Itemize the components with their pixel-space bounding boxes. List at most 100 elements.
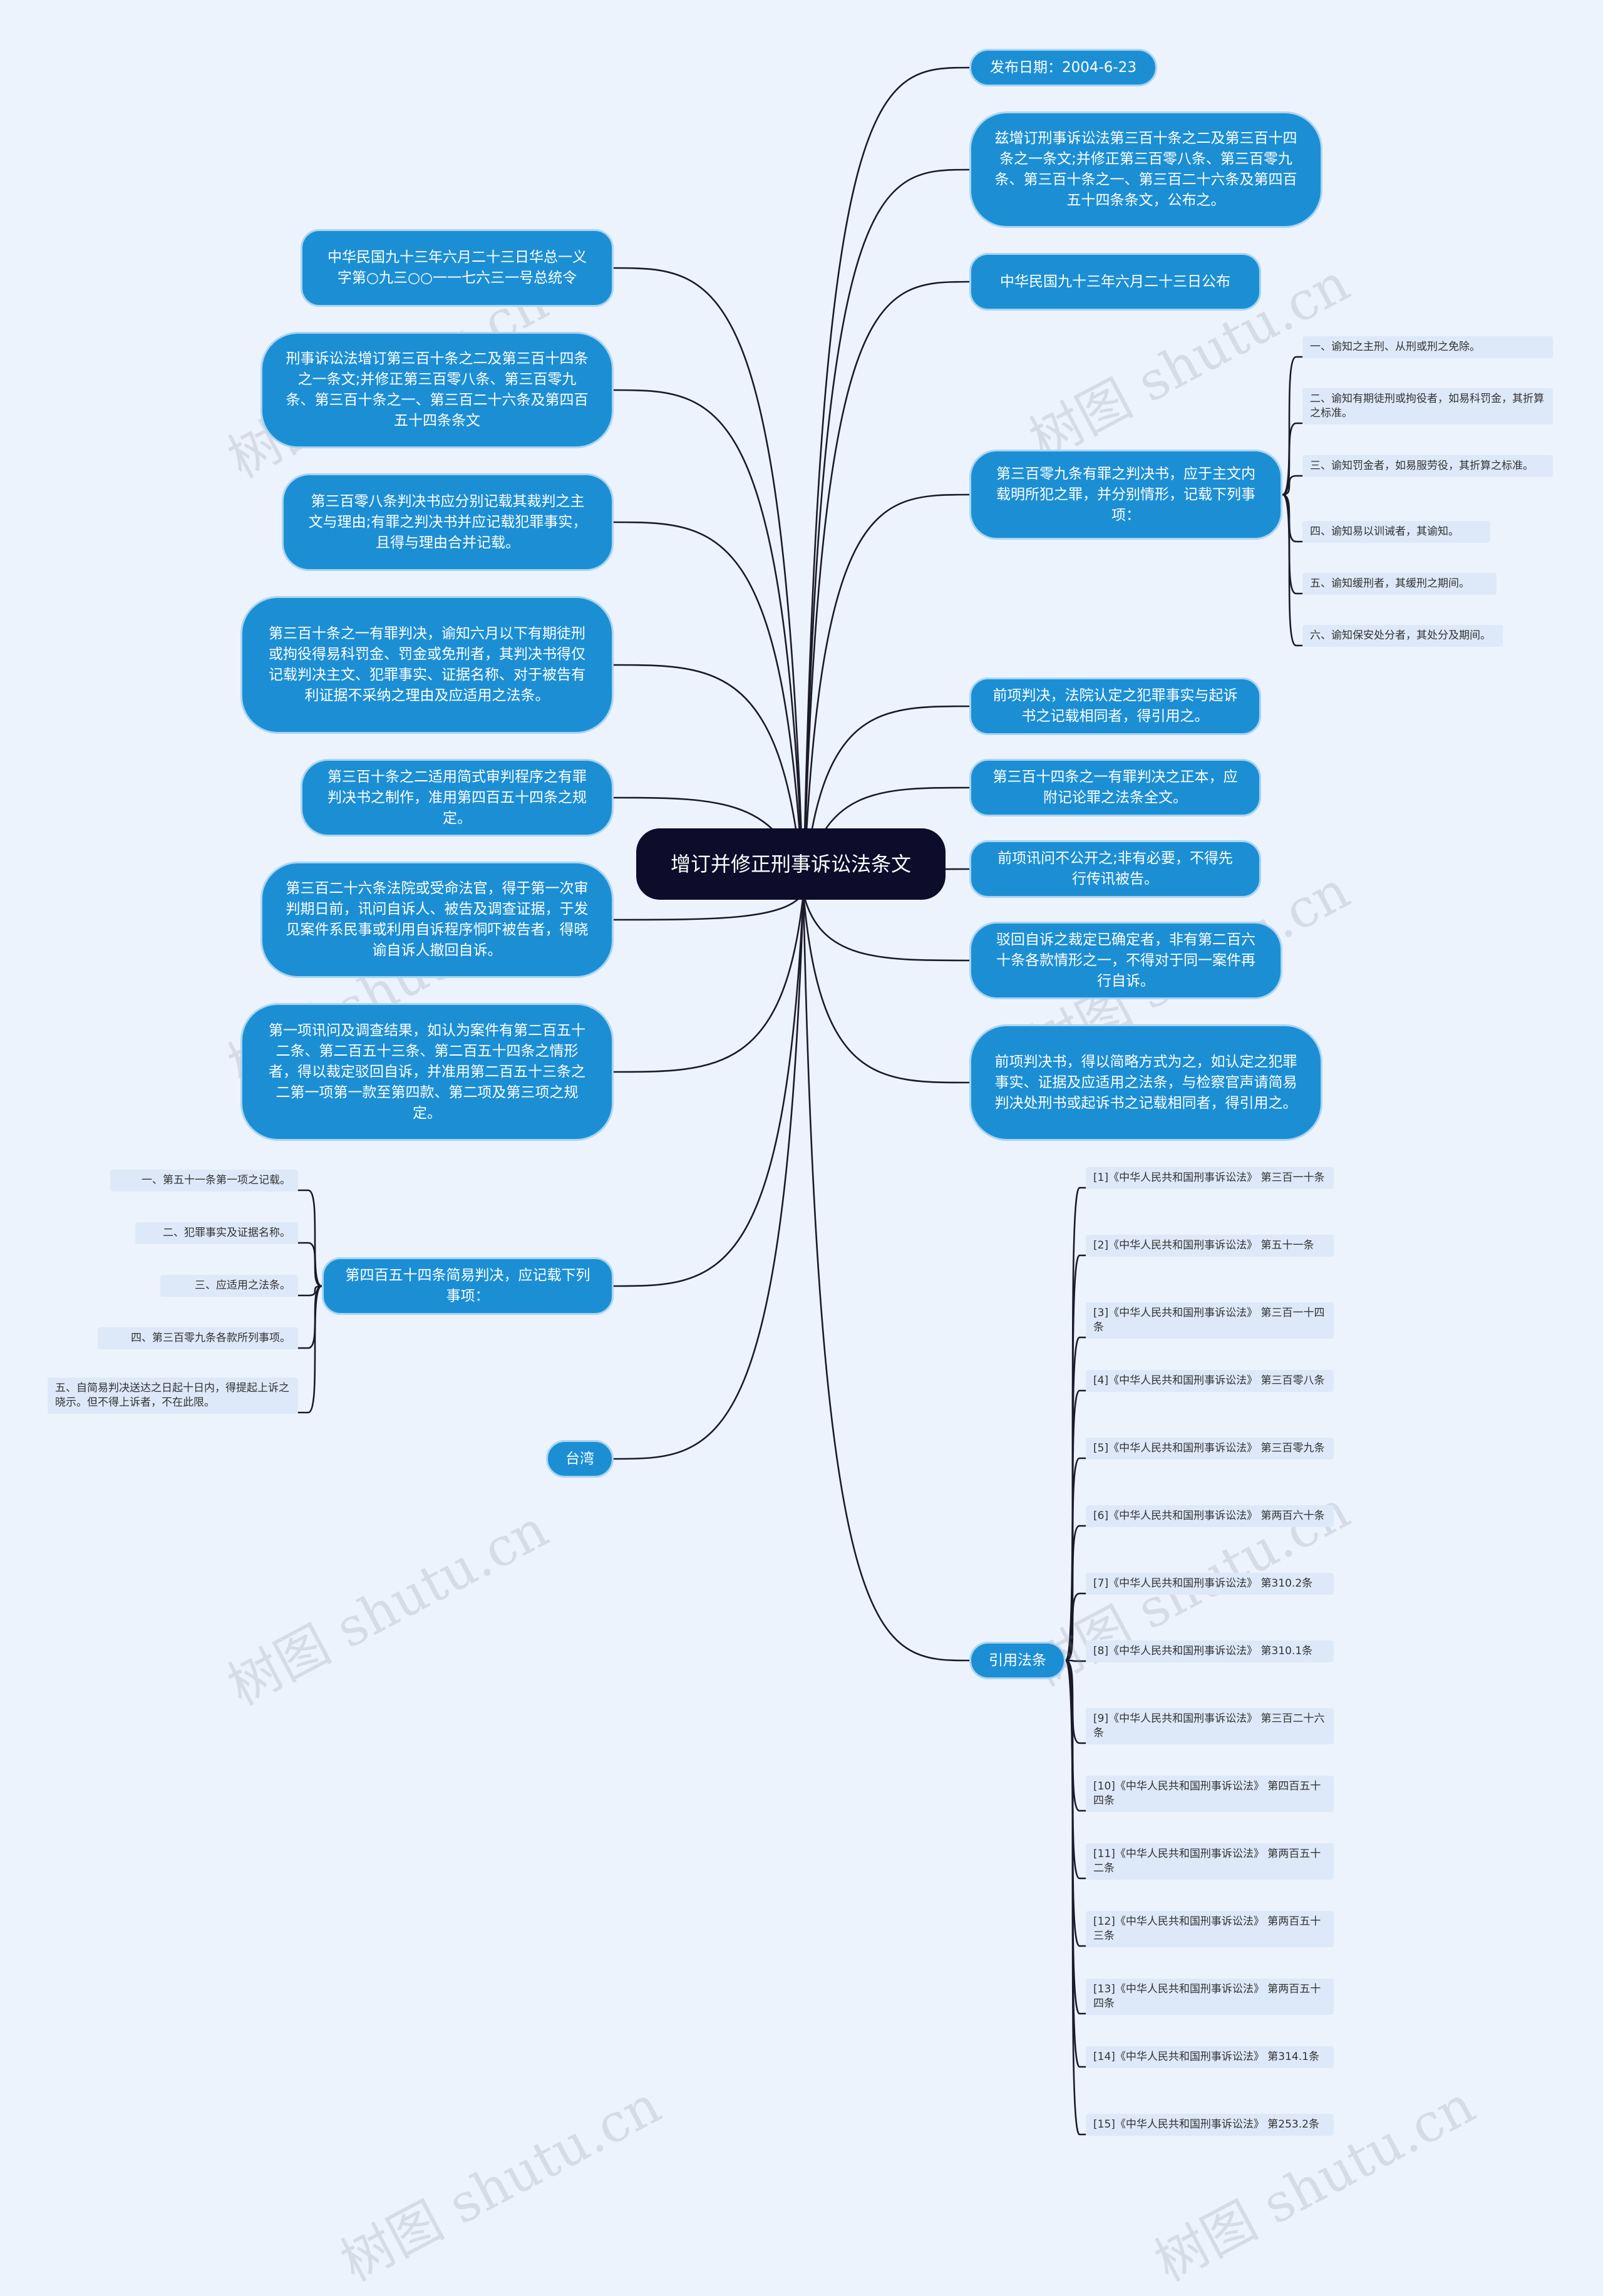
topic-label: 第三百十条之二适用简式审判程序之有罪判决书之制作，准用第四百五十四条之规定。 <box>327 768 587 826</box>
list-item: [2]《中华人民共和国刑事诉讼法》 第五十一条 <box>1086 1235 1334 1257</box>
leaf-connector <box>1065 1659 1086 1812</box>
topic-label: 第三百二十六条法院或受命法官，得于第一次审判期日前，讯问自诉人、被告及调查证据，… <box>286 880 589 959</box>
leaf-connector <box>1064 1187 1086 1662</box>
topic-label: 引用法条 <box>989 1652 1046 1669</box>
list-item: [11]《中华人民共和国刑事诉讼法》 第两百五十二条 <box>1086 1843 1334 1880</box>
list-item: [9]《中华人民共和国刑事诉讼法》 第三百二十六条 <box>1086 1708 1334 1744</box>
leaf-connector <box>1065 1525 1086 1662</box>
topic-judgment-reference[interactable]: 前项判决，法院认定之犯罪事实与起诉书之记载相同者，得引用之。 <box>969 677 1261 735</box>
topic-label: 第三百十四条之一有罪判决之正本，应附记论罪之法条全文。 <box>992 769 1238 806</box>
branch-connector <box>613 893 805 1287</box>
list-item: [10]《中华人民共和国刑事诉讼法》 第四百五十四条 <box>1086 1776 1334 1812</box>
list-item: [7]《中华人民共和国刑事诉讼法》 第310.2条 <box>1086 1573 1334 1595</box>
list-item: 五、谕知缓刑者，其缓刑之期间。 <box>1302 573 1497 595</box>
branch-connector <box>613 664 805 894</box>
topic-label: 前项判决书，得以简略方式为之，如认定之犯罪事实、证据及应适用之法条，与检察官声请… <box>994 1053 1297 1111</box>
topic-label: 第三百十条之一有罪判决，谕知六月以下有期徒刑或拘役得易科罚金、罚金或免刑者，其判… <box>269 625 585 704</box>
topic-label: 第三百零八条判决书应分别记载其裁判之主文与理由;有罪之判决书并应记载犯罪事实，且… <box>308 493 587 551</box>
topic-label: 中华民国九十三年六月二十三日公布 <box>1000 273 1230 290</box>
topic-closed-interrogation[interactable]: 前项讯问不公开之;非有必要，不得先行传讯被告。 <box>969 840 1261 898</box>
leaf-connector <box>1064 1457 1086 1662</box>
list-item: [15]《中华人民共和国刑事诉讼法》 第253.2条 <box>1086 2114 1334 2136</box>
leaf-connector <box>298 1285 322 1297</box>
branch-connector <box>802 168 970 894</box>
list-item: [13]《中华人民共和国刑事诉讼法》 第两百五十四条 <box>1086 1979 1334 2015</box>
branch-connector <box>613 521 805 894</box>
list-item: [5]《中华人民共和国刑事诉讼法》 第三百零九条 <box>1086 1438 1334 1459</box>
branch-connector <box>802 893 970 1084</box>
topic-label: 中华民国九十三年六月二十三日华总一义字第○九三○○一一七六三一号总统令 <box>327 249 587 286</box>
list-item: [6]《中华人民共和国刑事诉讼法》 第两百六十条 <box>1086 1505 1334 1527</box>
branch-connector <box>802 66 970 894</box>
topic-amendment-summary[interactable]: 刑事诉讼法增订第三百十条之二及第三百十四条之一条文;并修正第三百零八条、第三百零… <box>260 332 614 448</box>
topic-label: 兹增订刑事诉讼法第三百十条之二及第三百十四条之一条文;并修正第三百零八条、第三百… <box>994 130 1297 208</box>
list-item: 四、第三百零九条各款所列事项。 <box>98 1327 298 1349</box>
topic-article-310-2[interactable]: 第三百十条之二适用简式审判程序之有罪判决书之制作，准用第四百五十四条之规定。 <box>301 759 614 837</box>
list-item: 二、谕知有期徒刑或拘役者，如易科罚金，其折算之标准。 <box>1302 388 1553 425</box>
topic-label: 刑事诉讼法增订第三百十条之二及第三百十四条之一条文;并修正第三百零八条、第三百零… <box>286 351 589 429</box>
list-item: 二、犯罪事实及证据名称。 <box>135 1222 298 1244</box>
branch-connector <box>613 893 805 1460</box>
leaf-connector <box>1064 1659 1086 1880</box>
list-item: 六、谕知保安处分者，其处分及期间。 <box>1302 625 1503 647</box>
topic-cited-articles[interactable]: 引用法条 <box>969 1642 1066 1679</box>
root-topic-label: 增订并修正刑事诉讼法条文 <box>670 852 911 876</box>
topic-dismissal-rules[interactable]: 第一项讯问及调查结果，如认为案件有第二百五十二条、第二百五十三条、第二百五十四条… <box>240 1003 614 1141</box>
topic-label: 前项判决，法院认定之犯罪事实与起诉书之记载相同者，得引用之。 <box>992 687 1238 724</box>
leaf-connector <box>1282 493 1302 647</box>
topic-dismissal-final[interactable]: 驳回自诉之裁定已确定者，非有第二百六十条各款情形之一，不得对于同一案件再行自诉。 <box>969 922 1282 999</box>
topic-label: 第四百五十四条简易判决，应记载下列事项： <box>345 1267 590 1304</box>
leaf-connector <box>298 1242 322 1287</box>
leaf-connector <box>1065 1592 1086 1662</box>
topic-promulgation[interactable]: 兹增订刑事诉讼法第三百十条之二及第三百十四条之一条文;并修正第三百零八条、第三百… <box>969 111 1322 228</box>
topic-article-326[interactable]: 第三百二十六条法院或受命法官，得于第一次审判期日前，讯问自诉人、被告及调查证据，… <box>260 862 614 978</box>
topic-label: 第一项讯问及调查结果，如认为案件有第二百五十二条、第二百五十三条、第二百五十四条… <box>269 1022 585 1121</box>
topic-label: 驳回自诉之裁定已确定者，非有第二百六十条各款情形之一，不得对于同一案件再行自诉。 <box>996 931 1255 989</box>
topic-simplified-judgment[interactable]: 前项判决书，得以简略方式为之，如认定之犯罪事实、证据及应适用之法条，与检察官声请… <box>969 1024 1322 1141</box>
branch-connector <box>802 281 970 894</box>
leaf-connector <box>1064 1659 1086 2136</box>
leaf-connector <box>1064 1659 1086 2015</box>
topic-label: 前项讯问不公开之;非有必要，不得先行传讯被告。 <box>997 850 1233 887</box>
branch-connector <box>613 267 805 894</box>
root-topic[interactable]: 增订并修正刑事诉讼法条文 <box>636 828 946 900</box>
topic-label: 发布日期：2004-6-23 <box>989 59 1137 76</box>
branch-connector <box>613 389 805 894</box>
list-item: 四、谕知易以训诫者，其谕知。 <box>1302 521 1490 543</box>
branch-connector <box>613 893 805 1073</box>
list-item: 一、谕知之主刑、从刑或刑之免除。 <box>1302 336 1553 358</box>
topic-taiwan[interactable]: 台湾 <box>546 1440 614 1478</box>
topic-label: 台湾 <box>565 1450 594 1467</box>
list-item: [14]《中华人民共和国刑事诉讼法》 第314.1条 <box>1086 2046 1334 2068</box>
topic-announce-date[interactable]: 中华民国九十三年六月二十三日公布 <box>969 253 1261 311</box>
branch-connector <box>802 893 970 962</box>
leaf-connector <box>1282 356 1302 496</box>
topic-article-314-1[interactable]: 第三百十四条之一有罪判决之正本，应附记论罪之法条全文。 <box>969 759 1261 816</box>
list-item: [3]《中华人民共和国刑事诉讼法》 第三百一十四条 <box>1086 1302 1334 1339</box>
list-item: 一、第五十一条第一项之记载。 <box>110 1170 298 1192</box>
topic-article-308[interactable]: 第三百零八条判决书应分别记载其裁判之主文与理由;有罪之判决书并应记载犯罪事实，且… <box>282 473 614 571</box>
branch-connector <box>802 705 970 894</box>
branch-connector <box>802 893 970 1662</box>
leaf-connector <box>1065 1659 1086 1662</box>
list-item: [8]《中华人民共和国刑事诉讼法》 第310.1条 <box>1086 1640 1334 1662</box>
leaf-connector <box>1064 1336 1086 1662</box>
leaf-connector <box>298 1189 322 1287</box>
branch-connector <box>802 493 970 894</box>
branch-connector <box>613 893 805 921</box>
list-item: 五、自简易判决送达之日起十日内，得提起上诉之晓示。但不得上诉者，不在此限。 <box>48 1377 298 1414</box>
list-item: [1]《中华人民共和国刑事诉讼法》 第三百一十条 <box>1086 1167 1334 1189</box>
leaf-connector <box>1282 422 1302 496</box>
leaf-connector <box>298 1285 322 1414</box>
topic-article-454[interactable]: 第四百五十四条简易判决，应记载下列事项： <box>322 1257 614 1315</box>
topic-label: 第三百零九条有罪之判决书，应于主文内载明所犯之罪，并分别情形，记载下列事项： <box>996 465 1255 523</box>
topic-publish-date[interactable]: 发布日期：2004-6-23 <box>969 49 1157 86</box>
list-item: [12]《中华人民共和国刑事诉讼法》 第两百五十三条 <box>1086 1911 1334 1947</box>
topic-presidential-order[interactable]: 中华民国九十三年六月二十三日华总一义字第○九三○○一一七六三一号总统令 <box>301 229 614 307</box>
list-item: 三、谕知罚金者，如易服劳役，其折算之标准。 <box>1302 455 1553 477</box>
topic-article-309[interactable]: 第三百零九条有罪之判决书，应于主文内载明所犯之罪，并分别情形，记载下列事项： <box>969 450 1282 540</box>
list-item: [4]《中华人民共和国刑事诉讼法》 第三百零八条 <box>1086 1370 1334 1392</box>
leaf-connector <box>1282 493 1302 543</box>
leaf-connector <box>1282 493 1302 595</box>
topic-article-310-1[interactable]: 第三百十条之一有罪判决，谕知六月以下有期徒刑或拘役得易科罚金、罚金或免刑者，其判… <box>240 596 614 734</box>
